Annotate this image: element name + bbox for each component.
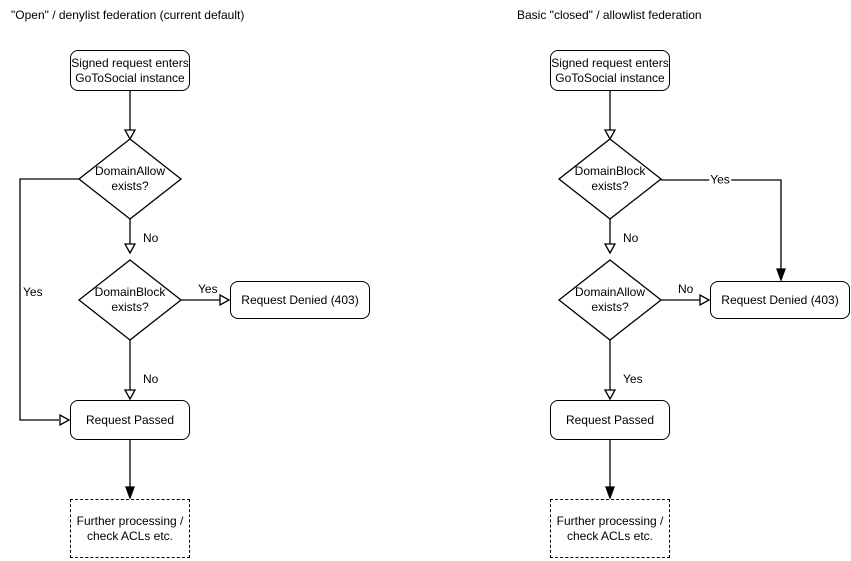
- left-arrowhead-into-passed-left: [59, 413, 71, 427]
- right-arrowhead-into-denied-left: [699, 293, 711, 307]
- right-decision1-no-label: No: [623, 231, 639, 246]
- right-further-processing-node: Further processing / check ACLs etc.: [550, 499, 670, 558]
- right-decision1-yes-label: Yes: [709, 172, 731, 188]
- left-arrowhead-into-decision1: [123, 129, 137, 141]
- left-passed-node: Request Passed: [70, 400, 190, 440]
- right-decision1-diamond: [557, 138, 663, 220]
- left-decision2-no-label: No: [143, 372, 159, 387]
- right-edge-decision1-yes-to-denied: [661, 179, 782, 269]
- right-passed-node: Request Passed: [550, 400, 670, 440]
- right-chart-edges: [557, 91, 786, 500]
- left-chart-title: "Open" / denylist federation (current de…: [11, 8, 245, 22]
- left-arrowhead-into-further: [125, 486, 135, 500]
- left-edge-decision1-yes-to-passed: [19, 178, 79, 421]
- left-chart-edges: [19, 91, 231, 500]
- left-decision2-yes-label: Yes: [198, 282, 218, 297]
- right-denied-node: Request Denied (403): [710, 281, 850, 319]
- left-arrowhead-into-decision2: [123, 243, 137, 255]
- right-start-node: Signed request enters GoToSocial instanc…: [550, 50, 670, 91]
- right-decision2-no-label: No: [678, 282, 694, 297]
- right-decision2-yes-label: Yes: [623, 372, 643, 387]
- right-decision2-diamond: [557, 259, 663, 341]
- left-decision1-diamond: [77, 138, 183, 220]
- left-decision1-no-label: No: [143, 231, 159, 246]
- right-arrowhead-into-decision1: [603, 129, 617, 141]
- left-start-node: Signed request enters GoToSocial instanc…: [70, 50, 190, 91]
- right-arrowhead-into-further: [605, 486, 615, 500]
- right-chart-title: Basic "closed" / allowlist federation: [517, 8, 702, 22]
- right-arrowhead-into-denied-top: [776, 268, 786, 282]
- left-arrowhead-into-passed-top: [123, 389, 137, 401]
- left-decision2-diamond: [77, 259, 183, 341]
- right-arrowhead-into-passed-top: [603, 389, 617, 401]
- left-decision1-yes-label: Yes: [23, 285, 43, 300]
- left-arrowhead-into-denied: [219, 293, 231, 307]
- left-further-processing-node: Further processing / check ACLs etc.: [70, 499, 190, 558]
- right-arrowhead-into-decision2: [603, 243, 617, 255]
- left-denied-node: Request Denied (403): [230, 281, 370, 319]
